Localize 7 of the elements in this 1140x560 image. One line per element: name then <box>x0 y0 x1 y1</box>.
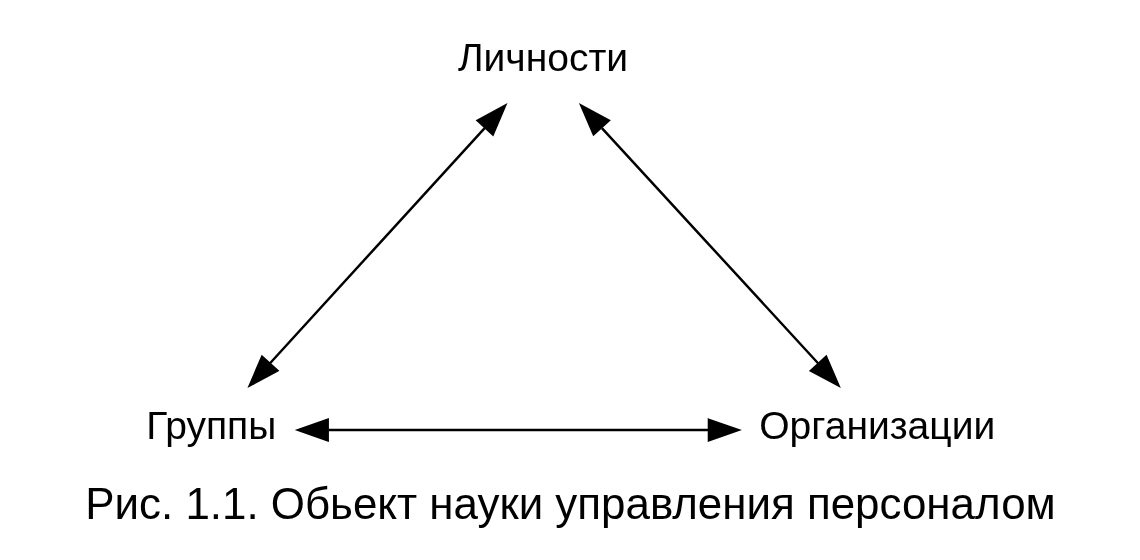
caption: Рис. 1.1. Обьект науки управления персоналом <box>84 478 1056 528</box>
arrow <box>294 418 742 442</box>
node-text: Личности <box>457 35 628 79</box>
node-text: Организации <box>758 404 995 448</box>
arrow <box>246 103 507 388</box>
arrow <box>578 103 841 388</box>
node-text: Группы <box>145 404 276 448</box>
